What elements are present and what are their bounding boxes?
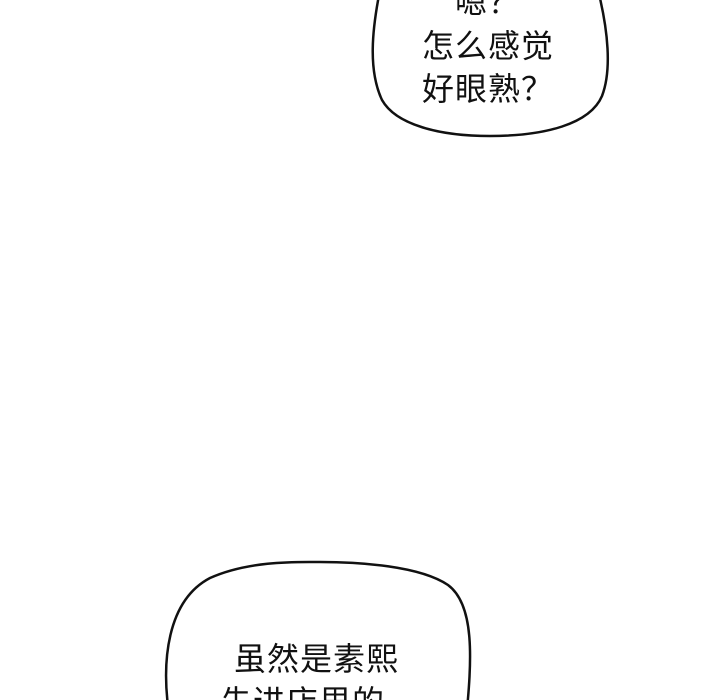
bubble-text-line: 嗯？ (455, 0, 522, 21)
bubble-text-line: 先进店里的 (220, 686, 385, 700)
bubble-text-line: 好眼熟？ (422, 70, 555, 108)
bubble-text-line: 虽然是素熙 (234, 640, 400, 678)
speech-bubble-top (371, 0, 609, 138)
bubble-text-line: 怎么感觉 (422, 27, 555, 65)
speech-bubble-bottom (164, 560, 472, 700)
